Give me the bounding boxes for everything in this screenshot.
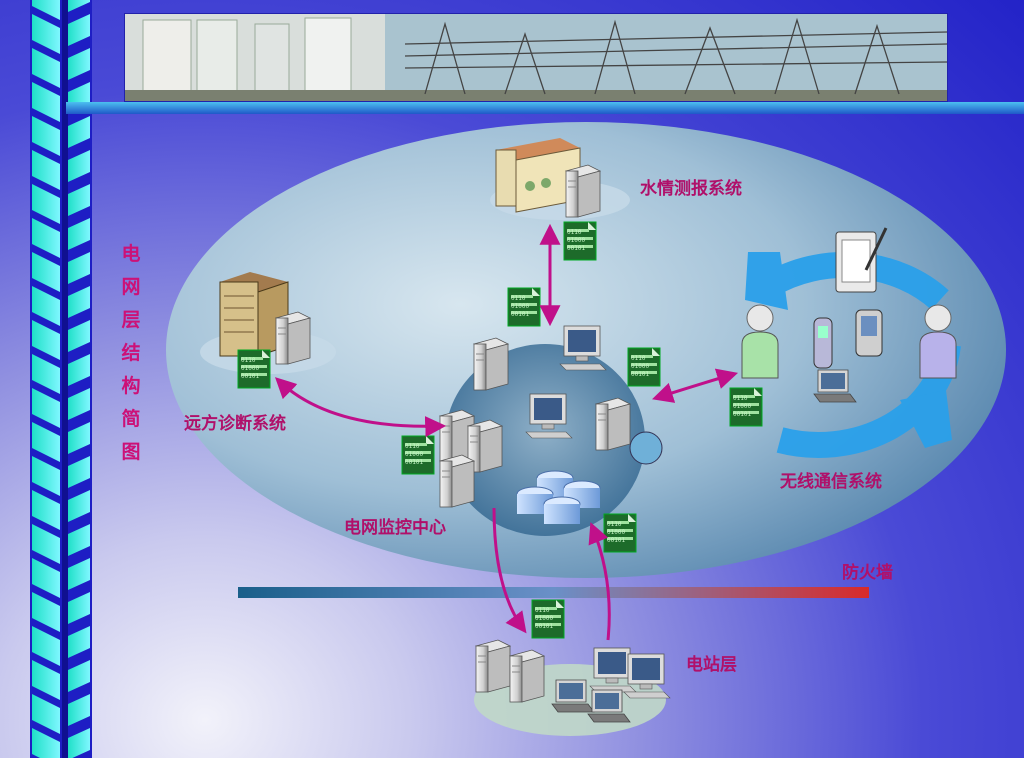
stripe-segment (32, 218, 60, 258)
data-document-icon-center (507, 287, 541, 327)
database-cluster-icon (516, 470, 601, 524)
stripe-segment (32, 524, 60, 564)
stripe-segment (32, 626, 60, 666)
remote-diagnosis-label: 远方诊断系统 (184, 414, 286, 434)
stripe-segment (32, 286, 60, 326)
stripe-segment (68, 48, 90, 80)
station-server-icon-2 (509, 649, 545, 703)
stripe-segment (32, 354, 60, 394)
wireless-user-left-icon (741, 304, 779, 379)
pda-icon (855, 309, 883, 357)
stripe-segment (68, 422, 90, 454)
stripe-segment (32, 150, 60, 190)
stripe-segment (68, 456, 90, 488)
vertical-title: 电 网 层 结 构 简 图 (120, 238, 142, 469)
vertical-title-char: 结 (121, 342, 141, 364)
stripe-segment (32, 558, 60, 598)
control-center-label: 电网监控中心 (344, 518, 446, 538)
stripe-segment (68, 184, 90, 216)
arrow-remote-center (274, 377, 447, 438)
data-document-icon-wireless (729, 387, 763, 427)
stripe-segment (68, 150, 90, 182)
vertical-title-char: 电 (121, 243, 141, 265)
stripe-segment (68, 218, 90, 250)
arrow-center-wireless (651, 368, 739, 403)
stripe-segment (32, 388, 60, 428)
wireless-user-right-icon (919, 304, 957, 379)
substation-photo (124, 13, 948, 102)
hydro-server-icon (565, 164, 601, 218)
stripe-segment (32, 82, 60, 122)
arrow-center-station (492, 507, 527, 634)
stripe-segment (68, 626, 90, 658)
header-divider-bar (66, 102, 1024, 114)
data-document-icon-right (627, 347, 661, 387)
vertical-title-char: 网 (121, 276, 141, 298)
station-server-icon-1 (475, 639, 511, 693)
tablet-pen-icon (835, 227, 888, 293)
firewall-label: 防火墙 (842, 563, 893, 583)
vertical-title-char: 简 (121, 408, 141, 430)
data-document-icon-station (531, 599, 565, 639)
stripe-segment (32, 252, 60, 292)
stripe-segment (32, 0, 60, 20)
stripe-segment (32, 592, 60, 632)
stripe-segment (68, 0, 90, 12)
center-server-icon-1 (473, 337, 509, 391)
stripe-segment (68, 252, 90, 284)
left-stripe-decoration (30, 0, 92, 758)
stripe-segment (68, 728, 90, 758)
stripe-segment (68, 320, 90, 352)
stripe-segment (32, 694, 60, 734)
stripe-segment (32, 422, 60, 462)
stripe-segment (32, 456, 60, 496)
stripe-segment (68, 558, 90, 590)
stripe-segment (68, 286, 90, 318)
stripe-segment (68, 490, 90, 522)
stripe-segment (32, 48, 60, 88)
stripe-segment (32, 184, 60, 224)
stripe-segment (68, 660, 90, 692)
globe-icon (629, 431, 663, 465)
vertical-title-char: 图 (121, 441, 141, 463)
stripe-segment (32, 660, 60, 700)
stripe-segment (68, 524, 90, 556)
stripe-segment (32, 116, 60, 156)
stripe-segment (68, 592, 90, 624)
stripe-segment (68, 354, 90, 386)
vertical-title-char: 层 (121, 309, 141, 331)
stripe-segment (32, 728, 60, 758)
wireless-system-label: 无线通信系统 (780, 472, 882, 492)
stripe-segment (68, 14, 90, 46)
data-document-icon-hydro (563, 221, 597, 261)
data-document-icon-remote (237, 349, 271, 389)
center-server-icon-5 (595, 397, 631, 451)
stripe-segment (32, 490, 60, 530)
hydro-system-label: 水情测报系统 (640, 179, 742, 199)
power-station-label: 电站层 (686, 655, 737, 675)
firewall-bar (238, 587, 869, 598)
data-document-icon-left (401, 435, 435, 475)
arrow-station-center (588, 522, 611, 641)
stripe-segment (68, 694, 90, 726)
stripe-segment (32, 14, 60, 54)
stripe-segment (68, 116, 90, 148)
data-document-icon-up (603, 513, 637, 553)
stripe-segment (32, 320, 60, 360)
connection-arrows (274, 223, 739, 641)
mobile-phone-icon (813, 317, 833, 369)
stripe-segment (68, 388, 90, 420)
remote-server-icon (275, 311, 311, 365)
center-server-icon-4 (439, 454, 475, 508)
vertical-title-char: 构 (121, 375, 141, 397)
